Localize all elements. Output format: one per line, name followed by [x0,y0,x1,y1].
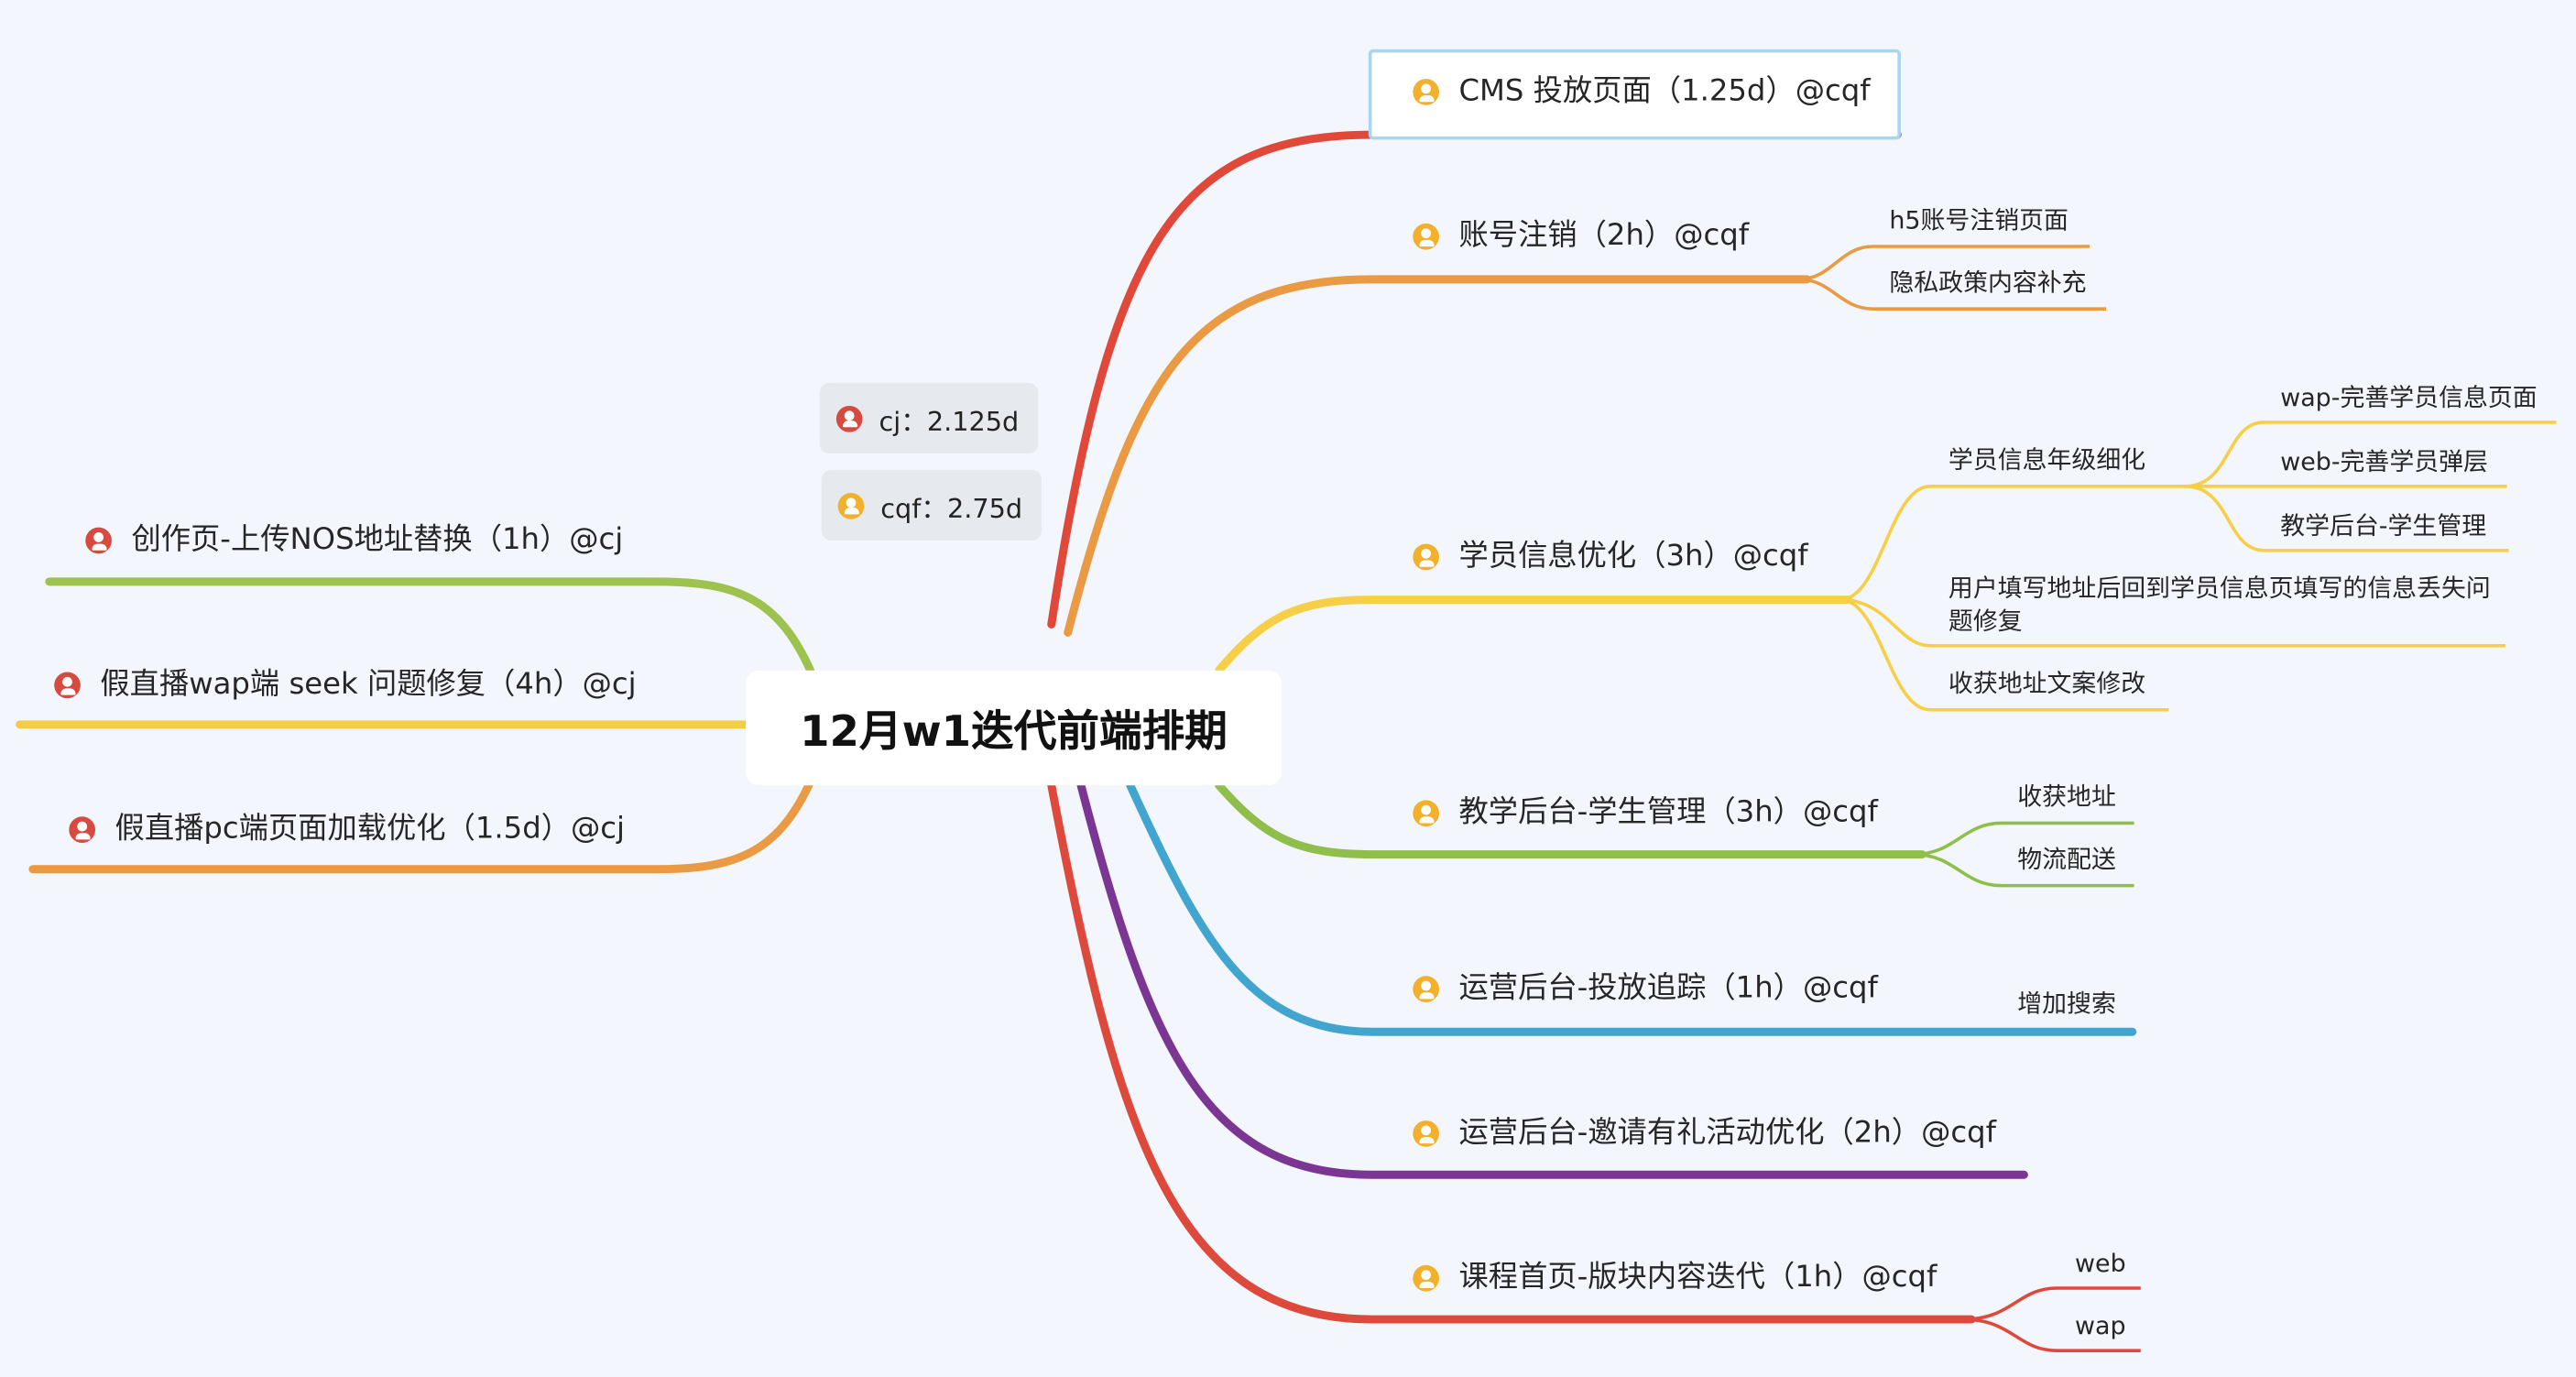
connector-nos [45,577,818,682]
user-avatar-icon [69,816,96,843]
user-avatar-icon [1413,800,1439,827]
user-avatar-icon [85,527,112,554]
subtopic-logistics[interactable]: 物流配送 [2017,847,2116,872]
user-avatar-icon [1413,223,1439,250]
connector-ops-tracking [1126,781,2137,1036]
subtopic-label: 增加搜索 [2017,989,2116,1019]
branch-ops-tracking[interactable]: 运营后台-投放追踪（1h）@cqf [1413,974,1878,1003]
branch-label: CMS 投放页面（1.25d）@cqf [1458,73,1871,109]
connector-wap-info [2185,421,2557,488]
connector-h5-cancel [1798,245,2090,281]
subtopic-address-copy[interactable]: 收获地址文案修改 [1948,672,2145,696]
connector-cms [1047,130,1902,628]
subtopic-label: 用户填写地址后回到学员信息页填写的信息丢失问题修复 [1948,573,2491,637]
branch-teaching-admin[interactable]: 教学后台-学生管理（3h）@cqf [1413,794,1878,830]
subtopic-label: web [2075,1248,2126,1279]
subtopic-address-bug[interactable]: 用户填写地址后回到学员信息页填写的信息丢失问题修复 [1948,572,2504,638]
connector-receive-address [1914,821,2134,857]
subtopic-label: 学员信息年级细化 [1948,445,2146,475]
branch-ops-invite[interactable]: 运营后台-邀请有礼活动优化（2h）@cqf [1413,1115,1996,1151]
subtopic-add-search[interactable]: 增加搜索 [2017,989,2116,1019]
user-avatar-icon [1413,1120,1439,1147]
connector-teaching-student [2185,485,2509,552]
subtopic-label: 收获地址文案修改 [1948,668,2146,699]
connector-privacy [1798,278,2107,311]
subtopic-label: 收获地址 [2017,781,2116,812]
branch-label: 创作页-上传NOS地址替换（1h）@cj [131,522,624,557]
branch-student-info[interactable]: 学员信息优化（3h）@cqf [1413,539,1808,574]
user-avatar-icon [1413,976,1439,1002]
user-avatar-icon [1413,79,1439,105]
central-topic-label: 12月w1迭代前端排期 [800,707,1228,757]
connector-logistics [1914,852,2134,888]
branch-label: 账号注销（2h）@cqf [1458,218,1750,254]
branch-label: 运营后台-邀请有礼活动优化（2h）@cqf [1458,1115,1996,1151]
summary-cj[interactable]: cj：2.125d [819,382,1039,454]
subtopic-receive-address[interactable]: 收获地址 [2017,781,2116,812]
subtopic-grade-detail[interactable]: 学员信息年级细化 [1948,445,2146,475]
connector-course-home [1047,781,1976,1324]
subtopic-label: wap-完善学员信息页面 [2280,382,2538,413]
subtopic-label: web-完善学员弹层 [2280,446,2488,477]
subtopic-teaching-student[interactable]: 教学后台-学生管理 [2280,510,2487,541]
connector-wap [1963,1317,2141,1352]
connector-address-bug [1839,597,2505,648]
subtopic-wap-info-page[interactable]: wap-完善学员信息页面 [2280,386,2537,410]
branch-label: 假直播wap端 seek 问题修复（4h）@cj [100,667,637,702]
subtopic-wap[interactable]: wap [2075,1311,2126,1341]
connector-pc-load [28,770,818,874]
branch-label: 学员信息优化（3h）@cqf [1458,539,1808,574]
branch-cms-page[interactable]: CMS 投放页面（1.25d）@cqf [1413,73,1871,109]
summary-cqf-label: cqf：2.75d [880,492,1023,524]
subtopic-label: wap [2075,1311,2126,1341]
central-topic[interactable]: 12月w1迭代前端排期 [746,670,1282,786]
branch-course-home[interactable]: 课程首页-版块内容迭代（1h）@cqf [1413,1260,1937,1295]
branch-wap-seek-fix[interactable]: 假直播wap端 seek 问题修复（4h）@cj [54,667,637,702]
branch-label: 假直播pc端页面加载优化（1.5d）@cj [115,811,625,847]
subtopic-label: 物流配送 [2017,844,2116,875]
subtopic-label: 隐私政策内容补充 [1889,268,2087,298]
connector-student-info [1215,596,1853,675]
branch-nos-replace[interactable]: 创作页-上传NOS地址替换（1h）@cj [85,522,624,557]
subtopic-web-info-popup[interactable]: web-完善学员弹层 [2280,446,2488,477]
connector-address-copy [1839,597,2169,712]
user-avatar-icon [835,405,863,432]
subtopic-web[interactable]: web [2075,1248,2126,1279]
connector-ops-invite [1076,781,2028,1179]
connector-web [1963,1286,2141,1321]
subtopic-h5-cancel-page[interactable]: h5账号注销页面 [1889,205,2068,235]
branch-label: 教学后台-学生管理（3h）@cqf [1458,794,1878,830]
connector-account [1064,275,1812,637]
summary-cqf[interactable]: cqf：2.75d [821,469,1042,541]
branch-pc-load-optimize[interactable]: 假直播pc端页面加载优化（1.5d）@cj [69,811,625,847]
summary-cj-label: cj：2.125d [879,405,1020,437]
selection-highlight [1368,49,1901,140]
user-avatar-icon [1413,543,1439,571]
user-avatar-icon [1413,1264,1439,1292]
user-avatar-icon [837,492,865,519]
user-avatar-icon [54,672,81,699]
connector-teaching-admin [1215,781,1927,859]
subtopic-privacy-policy[interactable]: 隐私政策内容补充 [1889,268,2087,298]
branch-label: 运营后台-投放追踪（1h）@cqf [1458,970,1878,1006]
branch-account-cancel[interactable]: 账号注销（2h）@cqf [1413,218,1750,254]
subtopic-label: 教学后台-学生管理 [2280,510,2487,541]
subtopic-label: h5账号注销页面 [1889,205,2068,235]
connector-grade-detail [1839,485,2186,602]
branch-label: 课程首页-版块内容迭代（1h）@cqf [1458,1260,1937,1295]
